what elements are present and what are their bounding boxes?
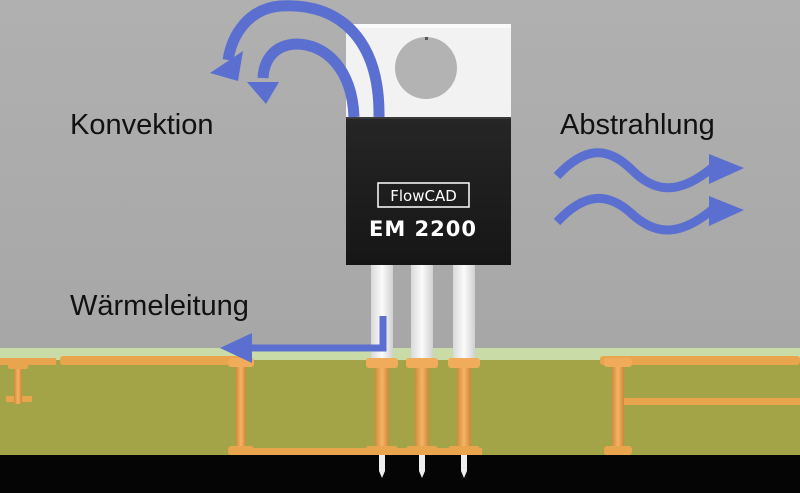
inner-copper-trace (620, 398, 800, 405)
board-bottom (0, 455, 800, 493)
chip-body (346, 117, 511, 265)
wave-arrow-icon (553, 148, 744, 193)
thermal-via (448, 358, 480, 455)
copper-trace (600, 356, 800, 365)
convection-label: Konvektion (70, 109, 214, 141)
copper-trace (60, 356, 245, 365)
wave-arrow-icon (553, 194, 744, 235)
thermal-via (604, 358, 632, 455)
pcb-board (0, 348, 800, 493)
thermal-via (366, 358, 398, 455)
curved-up-arrow-icon (247, 38, 360, 118)
model-text: EM 2200 (369, 217, 477, 241)
conduction-label: Wärmeleitung (70, 290, 249, 322)
small-via (8, 364, 28, 404)
copper-trace (0, 358, 56, 365)
component-lead (453, 262, 475, 358)
radiation-label: Abstrahlung (560, 109, 715, 141)
brand-text: FlowCAD (390, 187, 457, 205)
curved-up-arrow-icon (210, 0, 385, 118)
bottom-copper-trace (232, 448, 482, 455)
component-lead (411, 262, 433, 358)
bent-left-arrow-icon (220, 316, 387, 363)
mounting-hole (395, 37, 457, 99)
brand-box (377, 182, 470, 208)
thermal-via (406, 358, 438, 455)
pcb-substrate (0, 360, 800, 456)
component-pin-tips (379, 455, 467, 478)
component-lead (371, 262, 393, 358)
to220-component: FlowCAD EM 2200 (346, 24, 511, 358)
